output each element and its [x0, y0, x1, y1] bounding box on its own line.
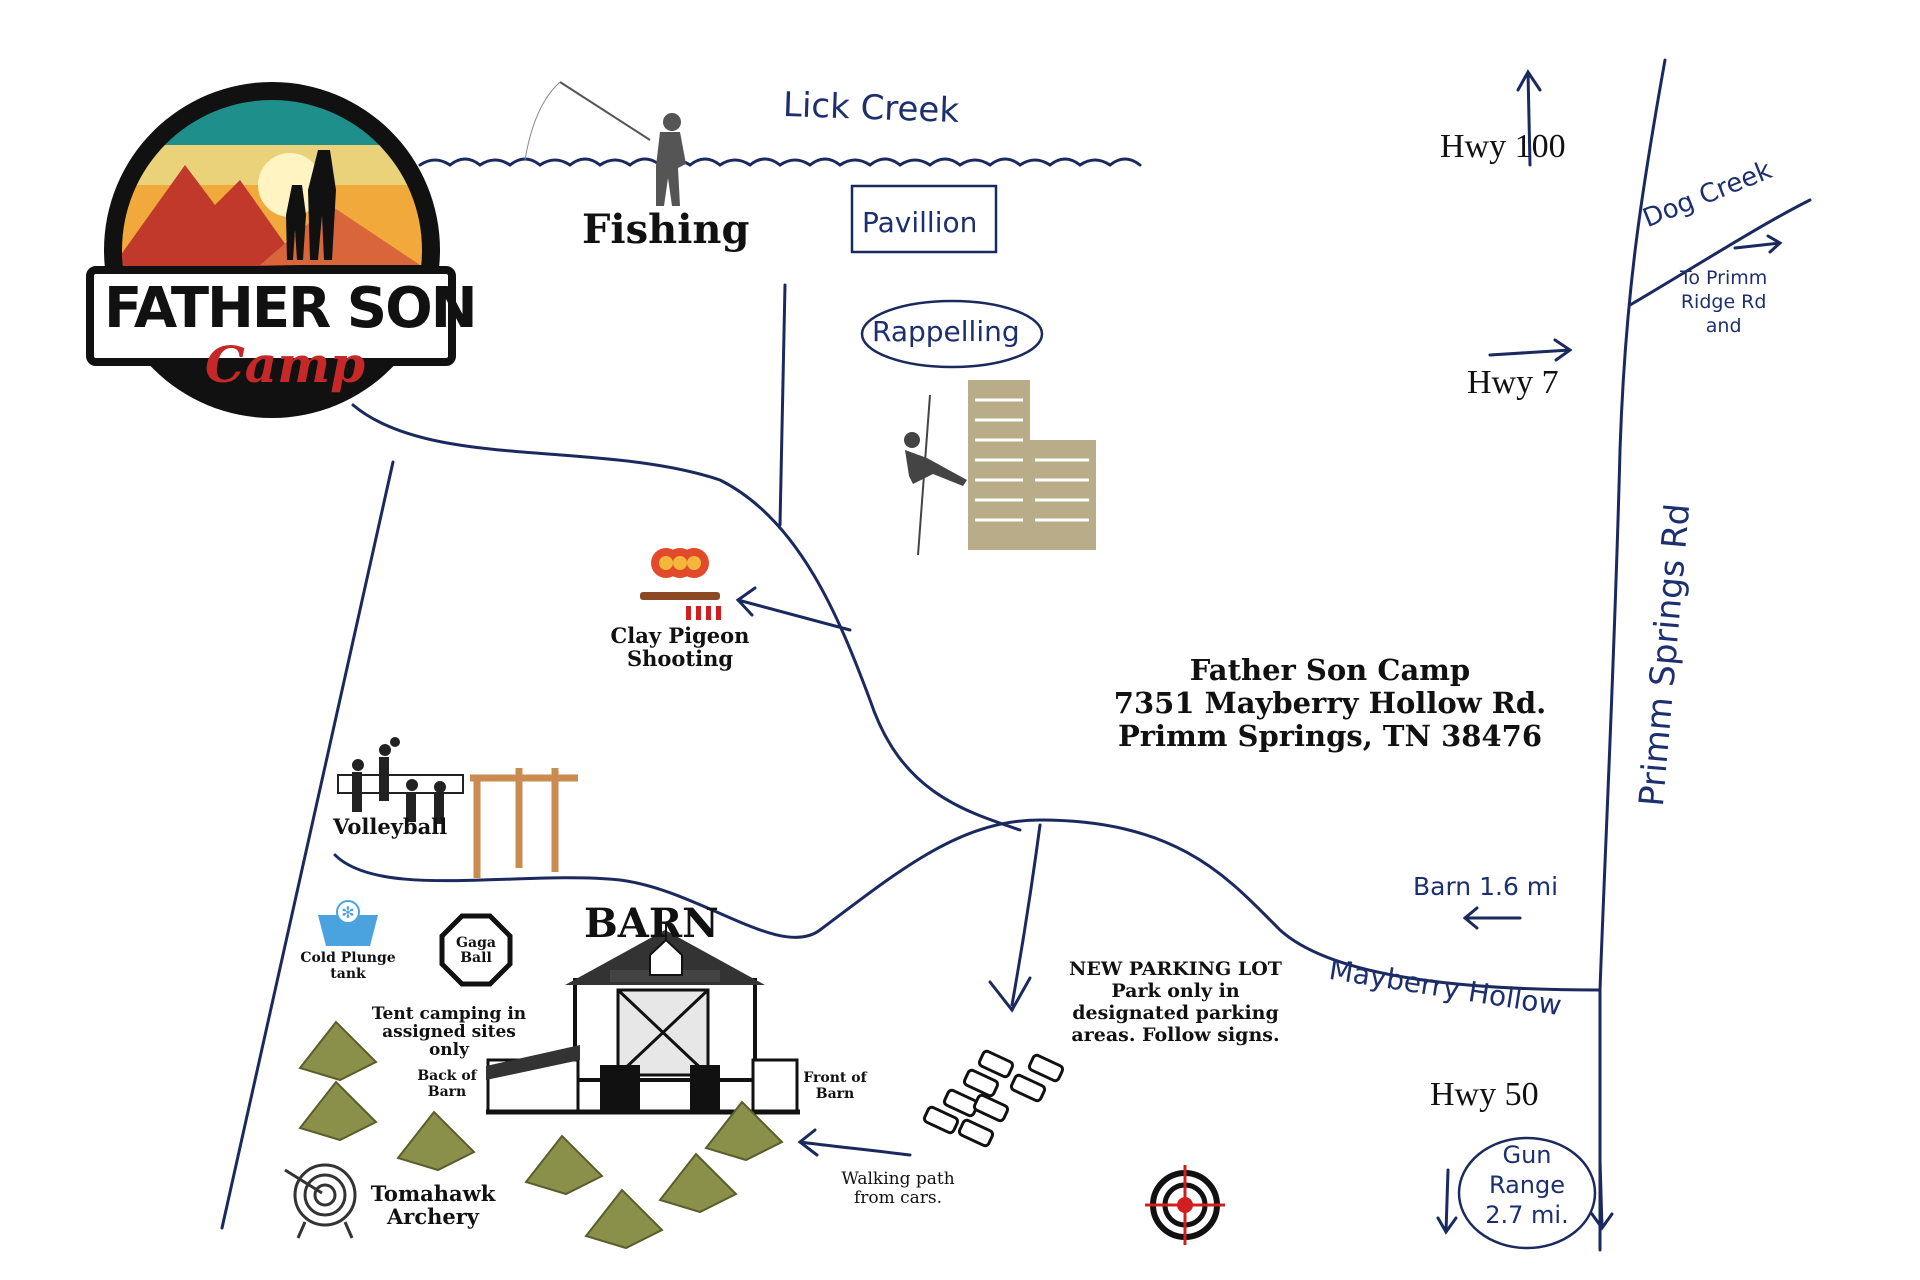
dog-creek-arrow	[1733, 234, 1783, 254]
street-address: 7351 Mayberry Hollow Rd.	[1113, 686, 1547, 720]
building-icon	[968, 380, 1096, 550]
wooden-frame-icon	[470, 768, 578, 878]
dog-creek-line	[1628, 198, 1812, 307]
volleyball-label: Volleyball	[333, 814, 448, 839]
hwy100-label: Hwy 100	[1440, 128, 1566, 165]
hwy100-arrow	[1516, 69, 1542, 167]
hwy7-arrow	[1488, 338, 1573, 362]
parking-arrow-line	[1010, 823, 1042, 1007]
svg-text:✻: ✻	[341, 903, 354, 922]
walking-arrow-head	[797, 1128, 819, 1157]
clay-arrow-line	[736, 598, 852, 632]
tent-icon	[298, 1020, 784, 1250]
gun-range-oval	[1457, 1136, 1597, 1250]
main-road-line	[351, 403, 1022, 832]
rappelling-label: Rappelling	[872, 315, 1020, 348]
barn-distance-arrow	[1462, 906, 1522, 930]
volleyball-players-icon	[337, 737, 464, 824]
barn-icon	[486, 922, 800, 1115]
clay-pigeon-label: Clay Pigeon Shooting	[610, 623, 750, 671]
walking-arrow-line	[798, 1140, 912, 1157]
city-address: Primm Springs, TN 38476	[1117, 719, 1543, 753]
barn-road-line	[333, 818, 1602, 992]
to-primm-ridge-label: To Primm Ridge Rd and	[1680, 267, 1768, 337]
barn-title: BARN	[584, 900, 719, 947]
archery-target-icon	[284, 1163, 357, 1239]
fishing-label: Fishing	[582, 206, 750, 253]
lick-creek-line	[418, 157, 1142, 167]
lick-creek-label: Lick Creek	[782, 84, 960, 132]
cold-plunge-label: Cold Plunge tank	[300, 950, 396, 982]
barn-distance-label: Barn 1.6 mi	[1413, 872, 1559, 901]
gaga-ball-label: Gaga Ball	[456, 935, 496, 966]
west-boundary-line	[220, 460, 395, 1230]
camp-name: Father Son Camp	[1189, 653, 1471, 687]
parking-arrow-head	[988, 976, 1032, 1013]
clay-pigeon-icon	[640, 548, 721, 620]
logo-line2: Camp	[205, 335, 366, 394]
gun-range-crosshair-icon	[1145, 1165, 1225, 1245]
hwy7-label: Hwy 7	[1467, 364, 1559, 401]
clay-arrow-head	[735, 586, 757, 617]
rappelling-oval	[860, 299, 1044, 369]
rappeller-icon	[904, 394, 967, 556]
logo-line1: FATHER SON	[104, 276, 478, 341]
car-icon	[922, 1049, 1065, 1148]
snowflake-icon: ✻	[318, 900, 378, 946]
fishing-road-line	[778, 283, 787, 527]
gun-range-arrow-right	[1590, 1158, 1614, 1231]
hwy50-label: Hwy 50	[1430, 1076, 1539, 1113]
primm-springs-road-line	[1598, 58, 1667, 1252]
fisherman-icon	[524, 81, 686, 206]
pavillion-box	[850, 184, 998, 254]
pavillion-label: Pavillion	[862, 206, 978, 239]
logo-banner	[86, 266, 456, 366]
tent-camping-label: Tent camping in assigned sites only	[371, 1004, 527, 1060]
walking-path-label: Walking path from cars.	[841, 1169, 955, 1208]
address-block: Father Son Camp 7351 Mayberry Hollow Rd.…	[1095, 654, 1565, 753]
back-of-barn-label: Back of Barn	[417, 1068, 477, 1100]
gun-range-arrow-left	[1436, 1168, 1458, 1235]
parking-notice: NEW PARKING LOT Park only in designated …	[1069, 958, 1282, 1046]
gaga-octagon-icon	[439, 913, 513, 987]
gun-range-label: Gun Range 2.7 mi.	[1485, 1141, 1569, 1229]
tomahawk-archery-label: Tomahawk Archery	[370, 1181, 496, 1229]
front-of-barn-label: Front of Barn	[803, 1070, 867, 1102]
